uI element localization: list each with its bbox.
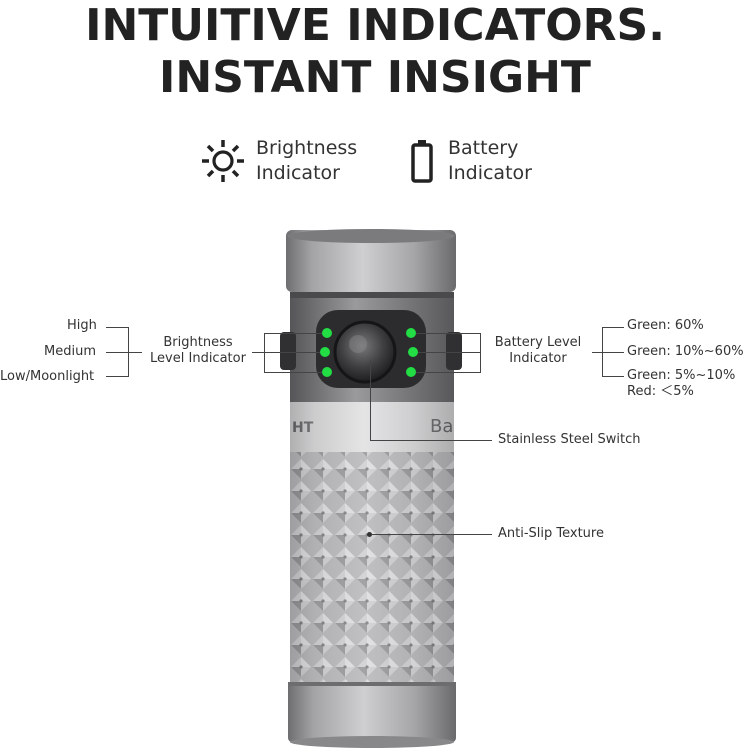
brightness-level-line1: Brightness	[163, 335, 233, 350]
connector	[370, 360, 371, 440]
legend-battery-line2: Indicator	[448, 162, 532, 184]
texture-callout-dot	[367, 532, 372, 537]
connector	[602, 327, 624, 328]
battery-level-medium: Green: 10%~60%	[627, 344, 744, 359]
connector	[128, 352, 142, 353]
tail-cap	[288, 682, 456, 742]
legend-brightness-line2: Indicator	[256, 162, 340, 184]
connector	[416, 333, 480, 334]
led	[406, 367, 416, 377]
connector	[264, 352, 320, 353]
led	[406, 328, 416, 338]
led	[408, 347, 418, 357]
brightness-leds	[320, 328, 332, 377]
connector	[106, 327, 128, 328]
connector	[602, 352, 624, 353]
connector	[602, 376, 624, 377]
connector	[370, 440, 492, 441]
connector	[592, 352, 602, 353]
connector	[106, 352, 128, 353]
headline-line-2: INSTANT INSIGHT	[159, 52, 591, 103]
sun-icon	[200, 138, 246, 184]
battery-icon	[408, 138, 438, 184]
battery-level-critical: Red: ＜5%	[627, 384, 694, 399]
battery-level-line2: Indicator	[509, 351, 567, 366]
battery-level-high: Green: 60%	[627, 318, 704, 333]
battery-level-line1: Battery Level	[494, 335, 582, 350]
flashlight-head	[286, 230, 456, 292]
headline-line-1: INTUITIVE INDICATORS.	[85, 0, 665, 51]
brightness-level-line2: Level Indicator	[150, 351, 246, 366]
legend-brightness-line1: Brightness	[256, 137, 358, 159]
connector	[418, 352, 480, 353]
battery-level-label: Battery Level Indicator	[486, 335, 590, 367]
connector	[264, 372, 322, 373]
label-high: High	[67, 318, 97, 333]
connector	[264, 333, 265, 373]
led	[322, 328, 332, 338]
battery-level-low: Green: 5%~10%	[627, 368, 736, 383]
legend-battery-line1: Battery	[448, 137, 519, 159]
led	[320, 347, 330, 357]
connector	[252, 352, 264, 353]
connector	[106, 376, 128, 377]
connector	[372, 534, 492, 535]
label-low: Low/Moonlight	[0, 369, 95, 384]
legend-brightness-text: Brightness Indicator	[256, 136, 357, 186]
texture-label: Anti-Slip Texture	[498, 526, 604, 541]
legend-battery: Battery Indicator	[408, 136, 532, 186]
switch-label: Stainless Steel Switch	[498, 432, 641, 447]
led	[322, 367, 332, 377]
connector	[416, 372, 480, 373]
connector	[264, 333, 322, 334]
battery-leds	[406, 328, 418, 377]
brightness-level-label: Brightness Level Indicator	[146, 335, 250, 367]
legend-brightness: Brightness Indicator	[200, 136, 357, 186]
connector	[480, 333, 481, 373]
legend-battery-text: Battery Indicator	[448, 136, 532, 186]
flashlight-bezel	[287, 229, 455, 243]
power-button	[333, 320, 397, 384]
label-medium: Medium	[44, 344, 96, 359]
